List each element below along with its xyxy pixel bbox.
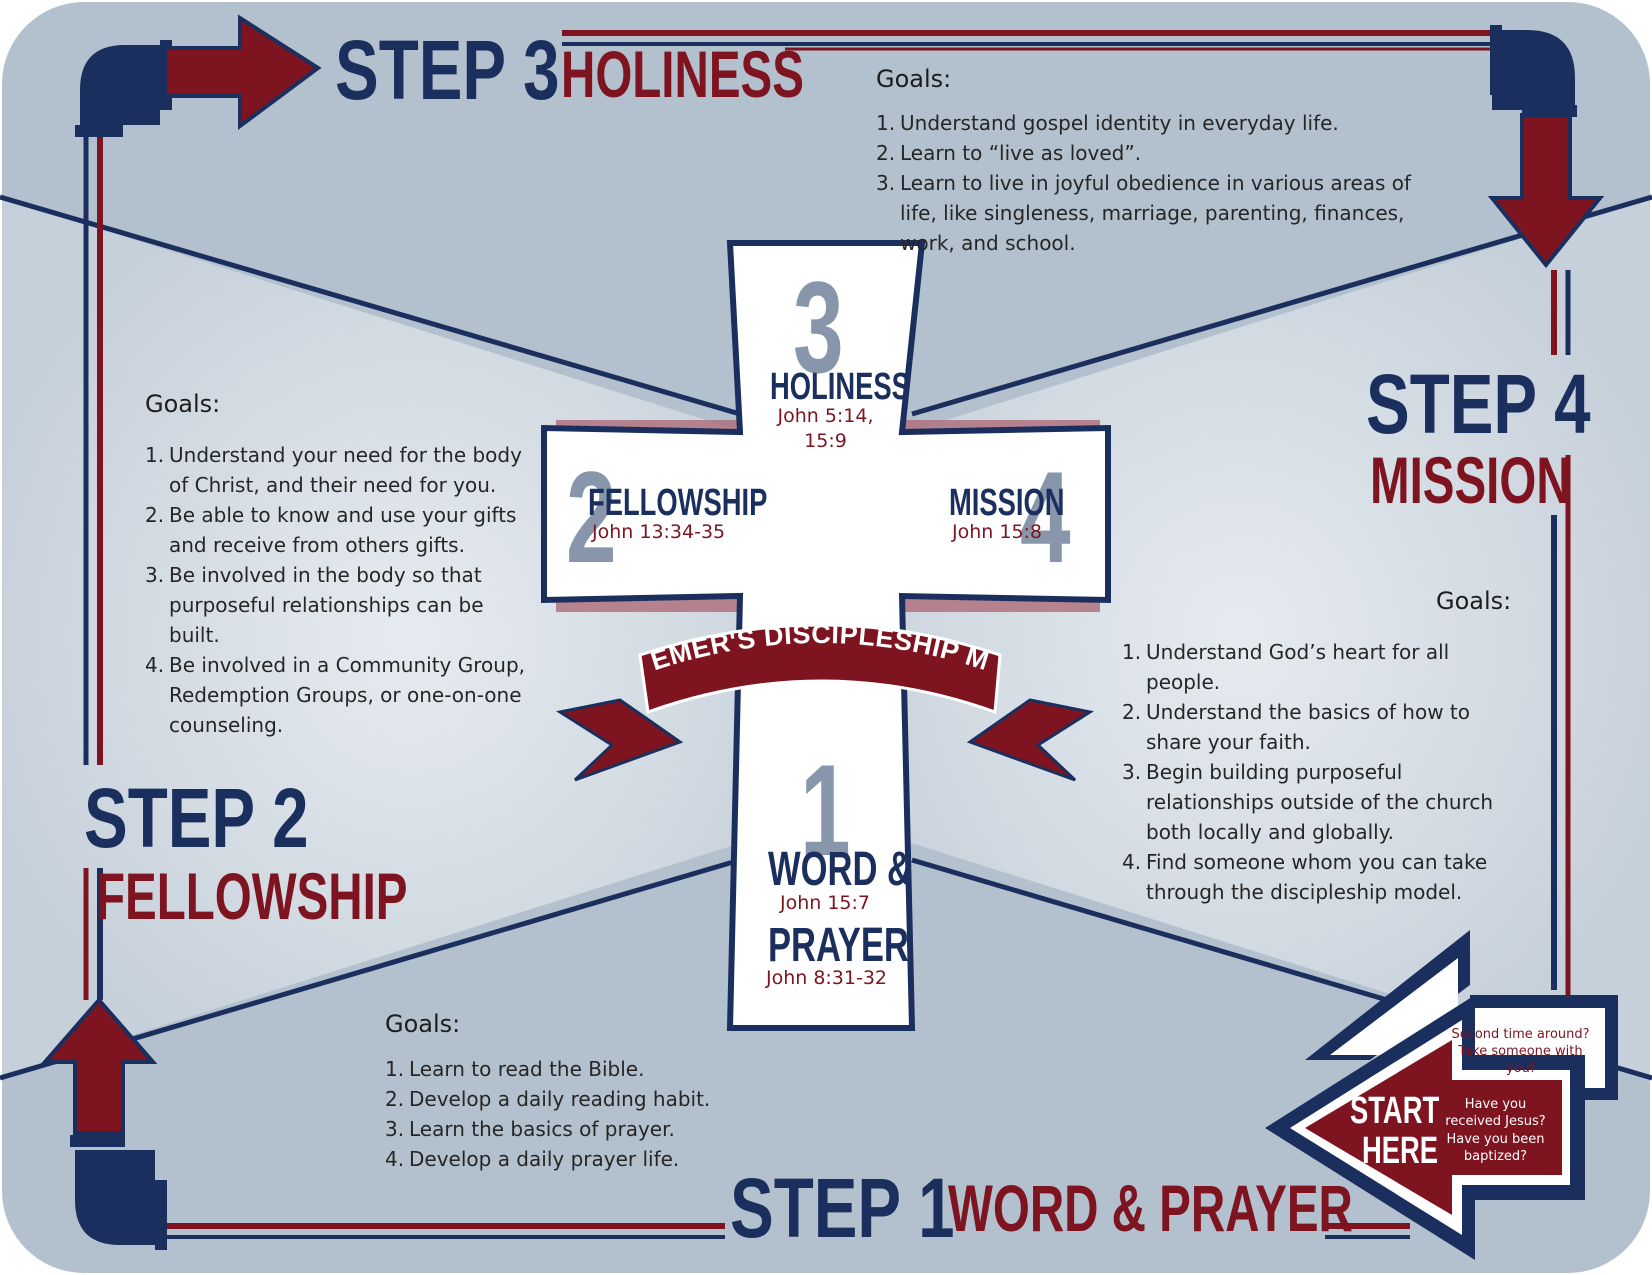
cross-ref-holiness: John 5:14, 15:9 <box>777 405 874 452</box>
cross-numeral-4: 4 <box>1020 444 1071 590</box>
goal-item: 1.Understand your need for the body of C… <box>145 443 522 497</box>
goal-item: 4.Find someone whom you can take through… <box>1122 850 1488 904</box>
goal-item: 3.Learn the basics of prayer. <box>385 1117 675 1141</box>
cross-label-mission: MISSION <box>949 482 1065 524</box>
pipe-corner-top-right <box>1490 25 1577 117</box>
cross-label-word: WORD & <box>768 843 912 896</box>
step4-goals-list: 1.Understand God’s heart for all people.… <box>1122 637 1522 907</box>
goal-item: 2.Learn to “live as loved”. <box>876 141 1142 165</box>
goal-item: 2.Develop a daily reading habit. <box>385 1087 711 1111</box>
start-label: START <box>1350 1090 1440 1132</box>
goal-item: 3.Begin building purposeful relationship… <box>1122 760 1494 844</box>
step4-goals-title: Goals: <box>1436 587 1512 615</box>
cross-numeral-1: 1 <box>800 737 851 883</box>
cross-label-holiness: HOLINESS <box>770 366 910 408</box>
step1-goals-title: Goals: <box>385 1010 461 1038</box>
second-time-note: Second time around? Take someone with yo… <box>1451 1027 1590 1076</box>
step1-name: WORD & PRAYER <box>948 1171 1353 1245</box>
cross-numeral-3: 3 <box>793 254 844 400</box>
goal-item: 4.Develop a daily prayer life. <box>385 1147 680 1171</box>
here-label: HERE <box>1362 1130 1439 1172</box>
arrow-down-right <box>1487 113 1605 269</box>
step3-number: STEP 3 <box>335 23 560 117</box>
goal-item: 4.Be involved in a Community Group, Rede… <box>145 653 525 737</box>
step3-goals-list: 1.Understand gospel identity in everyday… <box>876 108 1451 258</box>
cross-ref-fellowship: John 13:34-35 <box>592 521 726 543</box>
goal-item: 2.Understand the basics of how to share … <box>1122 700 1471 754</box>
cross-ref-word: John 15:7 <box>779 892 871 914</box>
step1-goals-list: 1.Learn to read the Bible. 2.Develop a d… <box>385 1054 715 1174</box>
step1-number: STEP 1 <box>730 1161 955 1255</box>
arrow-right-top <box>163 14 322 130</box>
cross-ref-prayer: John 8:31-32 <box>765 967 888 989</box>
cross-label-fellowship: FELLOWSHIP <box>588 482 768 524</box>
step4-name: MISSION <box>1370 443 1571 517</box>
cross-numeral-2: 2 <box>566 444 617 590</box>
arrow-up-left <box>40 996 158 1135</box>
step3-goals-title: Goals: <box>876 65 952 93</box>
step2-goals-title: Goals: <box>145 390 221 418</box>
goal-item: 1.Learn to read the Bible. <box>385 1057 645 1081</box>
goal-item: 1.Understand God’s heart for all people. <box>1122 640 1450 694</box>
cross-label-prayer: PRAYER <box>768 919 909 972</box>
right-panel <box>832 198 1650 1076</box>
goal-item: 3.Learn to live in joyful obedience in v… <box>876 171 1412 255</box>
step2-name: FELLOWSHIP <box>96 859 408 933</box>
cross-banner <box>556 623 1094 782</box>
step4-number: STEP 4 <box>1366 357 1591 451</box>
start-arrow-red <box>1305 1040 1562 1215</box>
goal-item: 2.Be able to know and use your gifts and… <box>145 503 517 557</box>
left-panel <box>2 198 820 1076</box>
step3-name: HOLINESS <box>561 37 804 111</box>
cross-ref-mission: John 15:8 <box>952 521 1043 543</box>
start-question-baptized: Have you been baptized? <box>1446 1132 1545 1164</box>
goal-item: 1.Understand gospel identity in everyday… <box>876 111 1339 135</box>
step2-number: STEP 2 <box>84 771 309 865</box>
goal-item: 3.Be involved in the body so that purpos… <box>145 563 484 647</box>
step2-goals-list: 1.Understand your need for the body of C… <box>145 440 530 740</box>
pipe-corner-bottom-left <box>70 1135 167 1250</box>
diagonal-line <box>0 194 741 417</box>
start-question-received: Have you received Jesus? <box>1445 1097 1546 1129</box>
